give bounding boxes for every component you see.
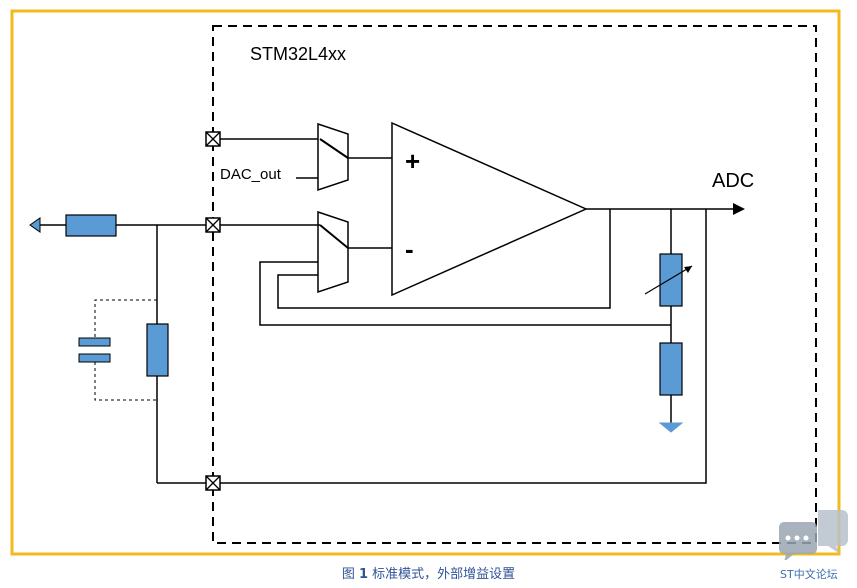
input-mux-plus — [317, 122, 349, 192]
input-resistor — [65, 214, 117, 237]
opamp-circuit-diagram: STM32L4xx DAC_out + - ADC — [10, 9, 848, 560]
pin-bottom — [205, 475, 221, 491]
divider-resistor — [659, 342, 683, 396]
pin-middle — [205, 217, 221, 233]
caption-prefix: 图 — [341, 567, 355, 582]
feedback-resistor — [146, 323, 169, 377]
ground-symbol — [658, 422, 684, 433]
adc-label: ADC — [712, 170, 754, 192]
variable-resistor — [659, 253, 683, 307]
adc-arrow — [733, 203, 745, 215]
chip-label: STM32L4xx — [250, 44, 346, 64]
chip-boundary — [212, 25, 817, 544]
outer-frame — [10, 9, 841, 556]
opamp-triangle — [391, 121, 588, 297]
plus-sign: + — [405, 146, 420, 176]
minus-sign: - — [405, 234, 414, 264]
input-source-arrow — [29, 217, 41, 233]
dac-out-label: DAC_out — [220, 166, 282, 183]
caption-text: 标准模式，外部增益设置 — [372, 567, 516, 582]
capacitor-plate-bottom — [78, 353, 111, 363]
caption-number: 1 — [358, 567, 369, 582]
forum-logo-icon — [779, 510, 848, 560]
watermark-text: ST中文论坛 — [780, 568, 838, 581]
figure-caption: 图 1 标准模式，外部增益设置 — [0, 563, 857, 582]
pin-top — [205, 131, 221, 147]
input-mux-minus — [317, 210, 349, 294]
capacitor-plate-top — [78, 337, 111, 347]
